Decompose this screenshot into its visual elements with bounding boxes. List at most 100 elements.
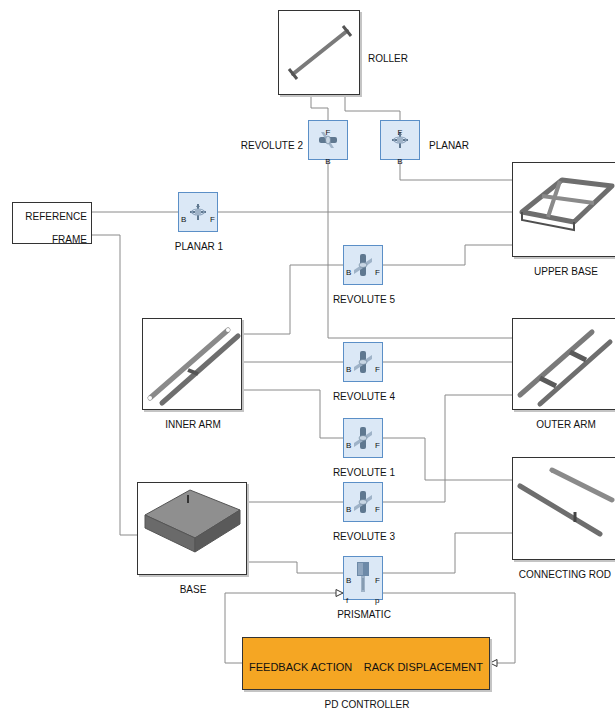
block-label: REVOLUTE 1 bbox=[333, 468, 395, 478]
arrowhead bbox=[336, 590, 343, 597]
label-slot: F bbox=[375, 262, 380, 278]
connector-line bbox=[242, 265, 343, 334]
connector bbox=[242, 265, 343, 334]
label-slot: B bbox=[346, 570, 351, 586]
block-label: REVOLUTE 3 bbox=[333, 532, 395, 542]
joint-block: REVOLUTE 3BF bbox=[343, 482, 383, 522]
label-slot: REVOLUTE 5 bbox=[304, 290, 424, 306]
label-slot: p bbox=[375, 590, 379, 606]
connector bbox=[242, 390, 343, 438]
label-slot: REVOLUTE 2 bbox=[223, 136, 303, 152]
connector-line bbox=[218, 212, 512, 213]
connector-line bbox=[400, 160, 512, 180]
port-label: RACK DISPLACEMENT bbox=[364, 662, 483, 673]
label-slot: F bbox=[375, 570, 380, 586]
body-block: OUTER ARM bbox=[512, 318, 615, 410]
port-label: F bbox=[326, 129, 331, 137]
controller-block: PD CONTROLLERFEEDBACK ACTIONRACK DISPLAC… bbox=[242, 637, 490, 690]
joint-block: REVOLUTE 1BF bbox=[343, 418, 383, 458]
label-slot: F bbox=[210, 209, 215, 225]
connector bbox=[383, 362, 512, 363]
label-slot: PLANAR bbox=[429, 136, 469, 152]
port-label: B bbox=[181, 216, 186, 224]
port-label: B bbox=[346, 366, 351, 374]
connector-line bbox=[247, 502, 343, 503]
joint-block: PLANARBF bbox=[380, 120, 420, 160]
block-label: REVOLUTE 2 bbox=[241, 141, 303, 151]
block-label: REVOLUTE 5 bbox=[333, 295, 395, 305]
connector bbox=[345, 95, 400, 120]
port-label: B bbox=[346, 269, 351, 277]
connector-line bbox=[383, 395, 512, 502]
port-label: F bbox=[375, 442, 380, 450]
connector bbox=[383, 533, 512, 573]
block-label: PRISMATIC bbox=[337, 610, 391, 620]
joint-block: REVOLUTE 4BF bbox=[343, 342, 383, 382]
port-label: B bbox=[346, 442, 351, 450]
port-label: f bbox=[346, 597, 348, 605]
body-block: ROLLER bbox=[278, 10, 360, 95]
label-slot: F bbox=[381, 122, 419, 138]
port-label: F bbox=[398, 129, 403, 137]
connector bbox=[311, 95, 328, 120]
body-block: INNER ARM bbox=[142, 318, 242, 410]
label-slot: REVOLUTE 1 bbox=[304, 463, 424, 479]
block-label: REVOLUTE 4 bbox=[333, 392, 395, 402]
joint-block: REVOLUTE 5BF bbox=[343, 245, 383, 285]
connector-line bbox=[92, 212, 178, 213]
label-slot: REFERENCE bbox=[13, 207, 87, 223]
connector bbox=[328, 160, 512, 338]
connector bbox=[383, 395, 512, 502]
label-slot: PRISMATIC bbox=[304, 605, 424, 621]
label-slot: PLANAR 1 bbox=[139, 237, 259, 253]
label-slot: FEEDBACK ACTION bbox=[249, 658, 352, 674]
label-slot: B bbox=[309, 151, 347, 167]
connector-line bbox=[383, 533, 512, 573]
body-block: BASE bbox=[137, 482, 247, 575]
label-slot: F bbox=[309, 122, 347, 138]
block-label: PLANAR bbox=[429, 141, 469, 151]
block-label: INNER ARM bbox=[165, 420, 221, 430]
port-label: B bbox=[325, 158, 330, 166]
label-slot: BASE bbox=[98, 580, 288, 596]
block-label: ROLLER bbox=[368, 54, 408, 64]
joint-block: REVOLUTE 2BF bbox=[308, 120, 348, 160]
connector bbox=[92, 212, 178, 213]
connector-line bbox=[383, 438, 512, 480]
label-slot: F bbox=[375, 499, 380, 515]
label-slot: B bbox=[181, 209, 186, 225]
connector-line bbox=[345, 95, 400, 120]
block-label: PLANAR 1 bbox=[175, 242, 223, 252]
connector bbox=[247, 562, 343, 573]
port-label: B bbox=[397, 158, 402, 166]
connector-line bbox=[328, 160, 512, 338]
label-slot: F bbox=[375, 359, 380, 375]
connector bbox=[218, 212, 512, 213]
block-label: OUTER ARM bbox=[536, 420, 595, 430]
connector bbox=[92, 235, 137, 535]
arrowhead bbox=[490, 660, 497, 667]
port-label: REFERENCE bbox=[25, 212, 87, 222]
reference-frame-block: REFERENCE FRAME bbox=[12, 202, 92, 244]
label-slot: FRAME bbox=[13, 230, 87, 246]
port-label: F bbox=[375, 577, 380, 585]
connector bbox=[247, 502, 343, 503]
connector bbox=[383, 245, 512, 265]
port-label: B bbox=[346, 506, 351, 514]
label-slot: OUTER ARM bbox=[473, 415, 615, 431]
port-label: F bbox=[210, 216, 215, 224]
joint-block: PLANAR 1BF bbox=[178, 192, 218, 232]
body-block: UPPER BASE bbox=[512, 162, 615, 257]
label-slot: REVOLUTE 3 bbox=[304, 527, 424, 543]
label-slot: UPPER BASE bbox=[473, 262, 615, 278]
label-slot: INNER ARM bbox=[103, 415, 283, 431]
port-label: F bbox=[375, 506, 380, 514]
port-label: FRAME bbox=[52, 235, 87, 245]
label-slot: ROLLER bbox=[368, 49, 408, 65]
port-label: F bbox=[375, 269, 380, 277]
label-slot: F bbox=[375, 435, 380, 451]
label-slot: B bbox=[346, 262, 351, 278]
